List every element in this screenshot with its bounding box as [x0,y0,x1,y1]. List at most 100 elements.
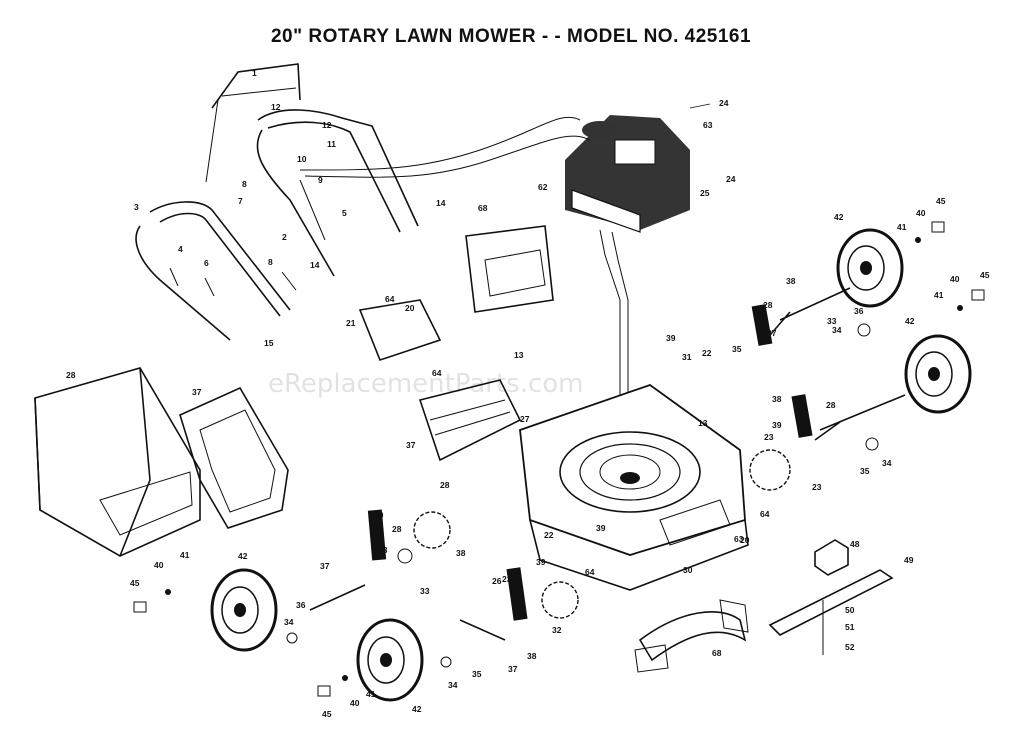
part-callout-45: 45 [322,709,332,719]
part-callout-7: 7 [238,196,243,206]
axle-right-rear [751,287,851,346]
part-callout-28: 28 [826,400,836,410]
part-callout-39: 39 [666,333,676,343]
part-callout-39: 39 [536,557,546,567]
part-callout-14: 14 [436,198,446,208]
part-callout-15: 15 [264,338,274,348]
part-callout-31: 31 [682,352,692,362]
part-callout-28: 28 [66,370,76,380]
wheel-left-front [356,618,424,702]
part-callout-48: 48 [850,539,860,549]
part-callout-60: 60 [374,510,384,520]
part-callout-24: 24 [726,174,736,184]
part-callout-33: 33 [378,545,388,555]
part-callout-63: 63 [703,120,713,130]
part-callout-40: 40 [154,560,164,570]
part-callout-34: 34 [448,680,458,690]
hardware-left [133,548,452,697]
part-callout-50: 50 [845,605,855,615]
discharge-chute [634,599,749,673]
watermark: eReplacementParts.com [268,369,584,399]
wheel-right-front [904,334,972,414]
handle-cables [299,116,591,178]
part-callout-20: 20 [740,535,750,545]
part-callout-3: 3 [134,202,139,212]
part-callout-28: 28 [763,300,773,310]
part-callout-12: 12 [271,102,281,112]
part-callout-64: 64 [385,294,395,304]
part-callout-37: 37 [320,561,330,571]
part-callout-23: 23 [812,482,822,492]
part-callout-2: 2 [282,232,287,242]
part-callout-8: 8 [242,179,247,189]
axle-left-front [459,567,528,641]
part-callout-38: 38 [456,548,466,558]
diagram-title: 20" ROTARY LAWN MOWER - - MODEL NO. 4251… [270,26,752,47]
part-callout-10: 10 [297,154,307,164]
part-callout-28: 28 [440,480,450,490]
part-callout-64: 64 [432,368,442,378]
grass-bag [34,367,201,557]
part-callout-34: 34 [284,617,294,627]
part-callout-22: 22 [702,348,712,358]
part-callout-37: 37 [406,440,416,450]
part-callout-28: 28 [392,524,402,534]
part-callout-41: 41 [897,222,907,232]
part-callout-37: 37 [767,328,777,338]
part-callout-36: 36 [854,306,864,316]
blade-adapter [814,539,849,576]
lower-handle [135,201,297,341]
part-callout-42: 42 [238,551,248,561]
part-callout-37: 37 [508,664,518,674]
part-callout-42: 42 [412,704,422,714]
part-callout-33: 33 [420,586,430,596]
part-callout-42: 42 [905,316,915,326]
bracket-assembly [358,299,522,462]
part-callout-24: 24 [719,98,729,108]
part-callout-26: 26 [492,576,502,586]
axle-right-front [791,394,906,441]
part-callout-12: 12 [322,120,332,130]
part-callout-35: 35 [860,466,870,476]
part-callout-27: 27 [520,414,530,424]
part-callout-32: 32 [552,625,562,635]
wheel-right-rear [836,228,904,308]
part-callout-21: 21 [346,318,356,328]
part-callout-42: 42 [834,212,844,222]
part-callout-64: 64 [585,567,595,577]
wheel-left-rear [210,568,278,652]
part-callout-40: 40 [916,208,926,218]
part-callout-38: 38 [786,276,796,286]
part-callout-40: 40 [350,698,360,708]
part-callout-37: 37 [192,387,202,397]
gear-39-left [413,511,451,549]
part-callout-34: 34 [832,325,842,335]
part-callout-51: 51 [845,622,855,632]
part-callout-23: 23 [764,432,774,442]
part-callout-62: 62 [538,182,548,192]
part-callout-22: 22 [544,530,554,540]
part-callout-38: 38 [772,394,782,404]
part-callout-45: 45 [130,578,140,588]
part-callout-41: 41 [366,689,376,699]
mower-blade [768,569,894,636]
part-callout-34: 34 [882,458,892,468]
part-callout-33: 33 [827,316,837,326]
grass-bag-frame [179,386,289,529]
part-callout-6: 6 [204,258,209,268]
part-callout-9: 9 [318,175,323,185]
part-callout-25: 25 [700,188,710,198]
part-callout-41: 41 [180,550,190,560]
mower-deck [519,383,749,591]
part-callout-4: 4 [178,244,183,254]
part-callout-38: 38 [527,651,537,661]
part-callout-39: 39 [772,420,782,430]
part-callout-13: 13 [514,350,524,360]
part-callout-39: 39 [596,523,606,533]
hardware-right [857,221,985,451]
part-callout-36: 36 [296,600,306,610]
part-callout-52: 52 [845,642,855,652]
part-callout-64: 64 [760,509,770,519]
